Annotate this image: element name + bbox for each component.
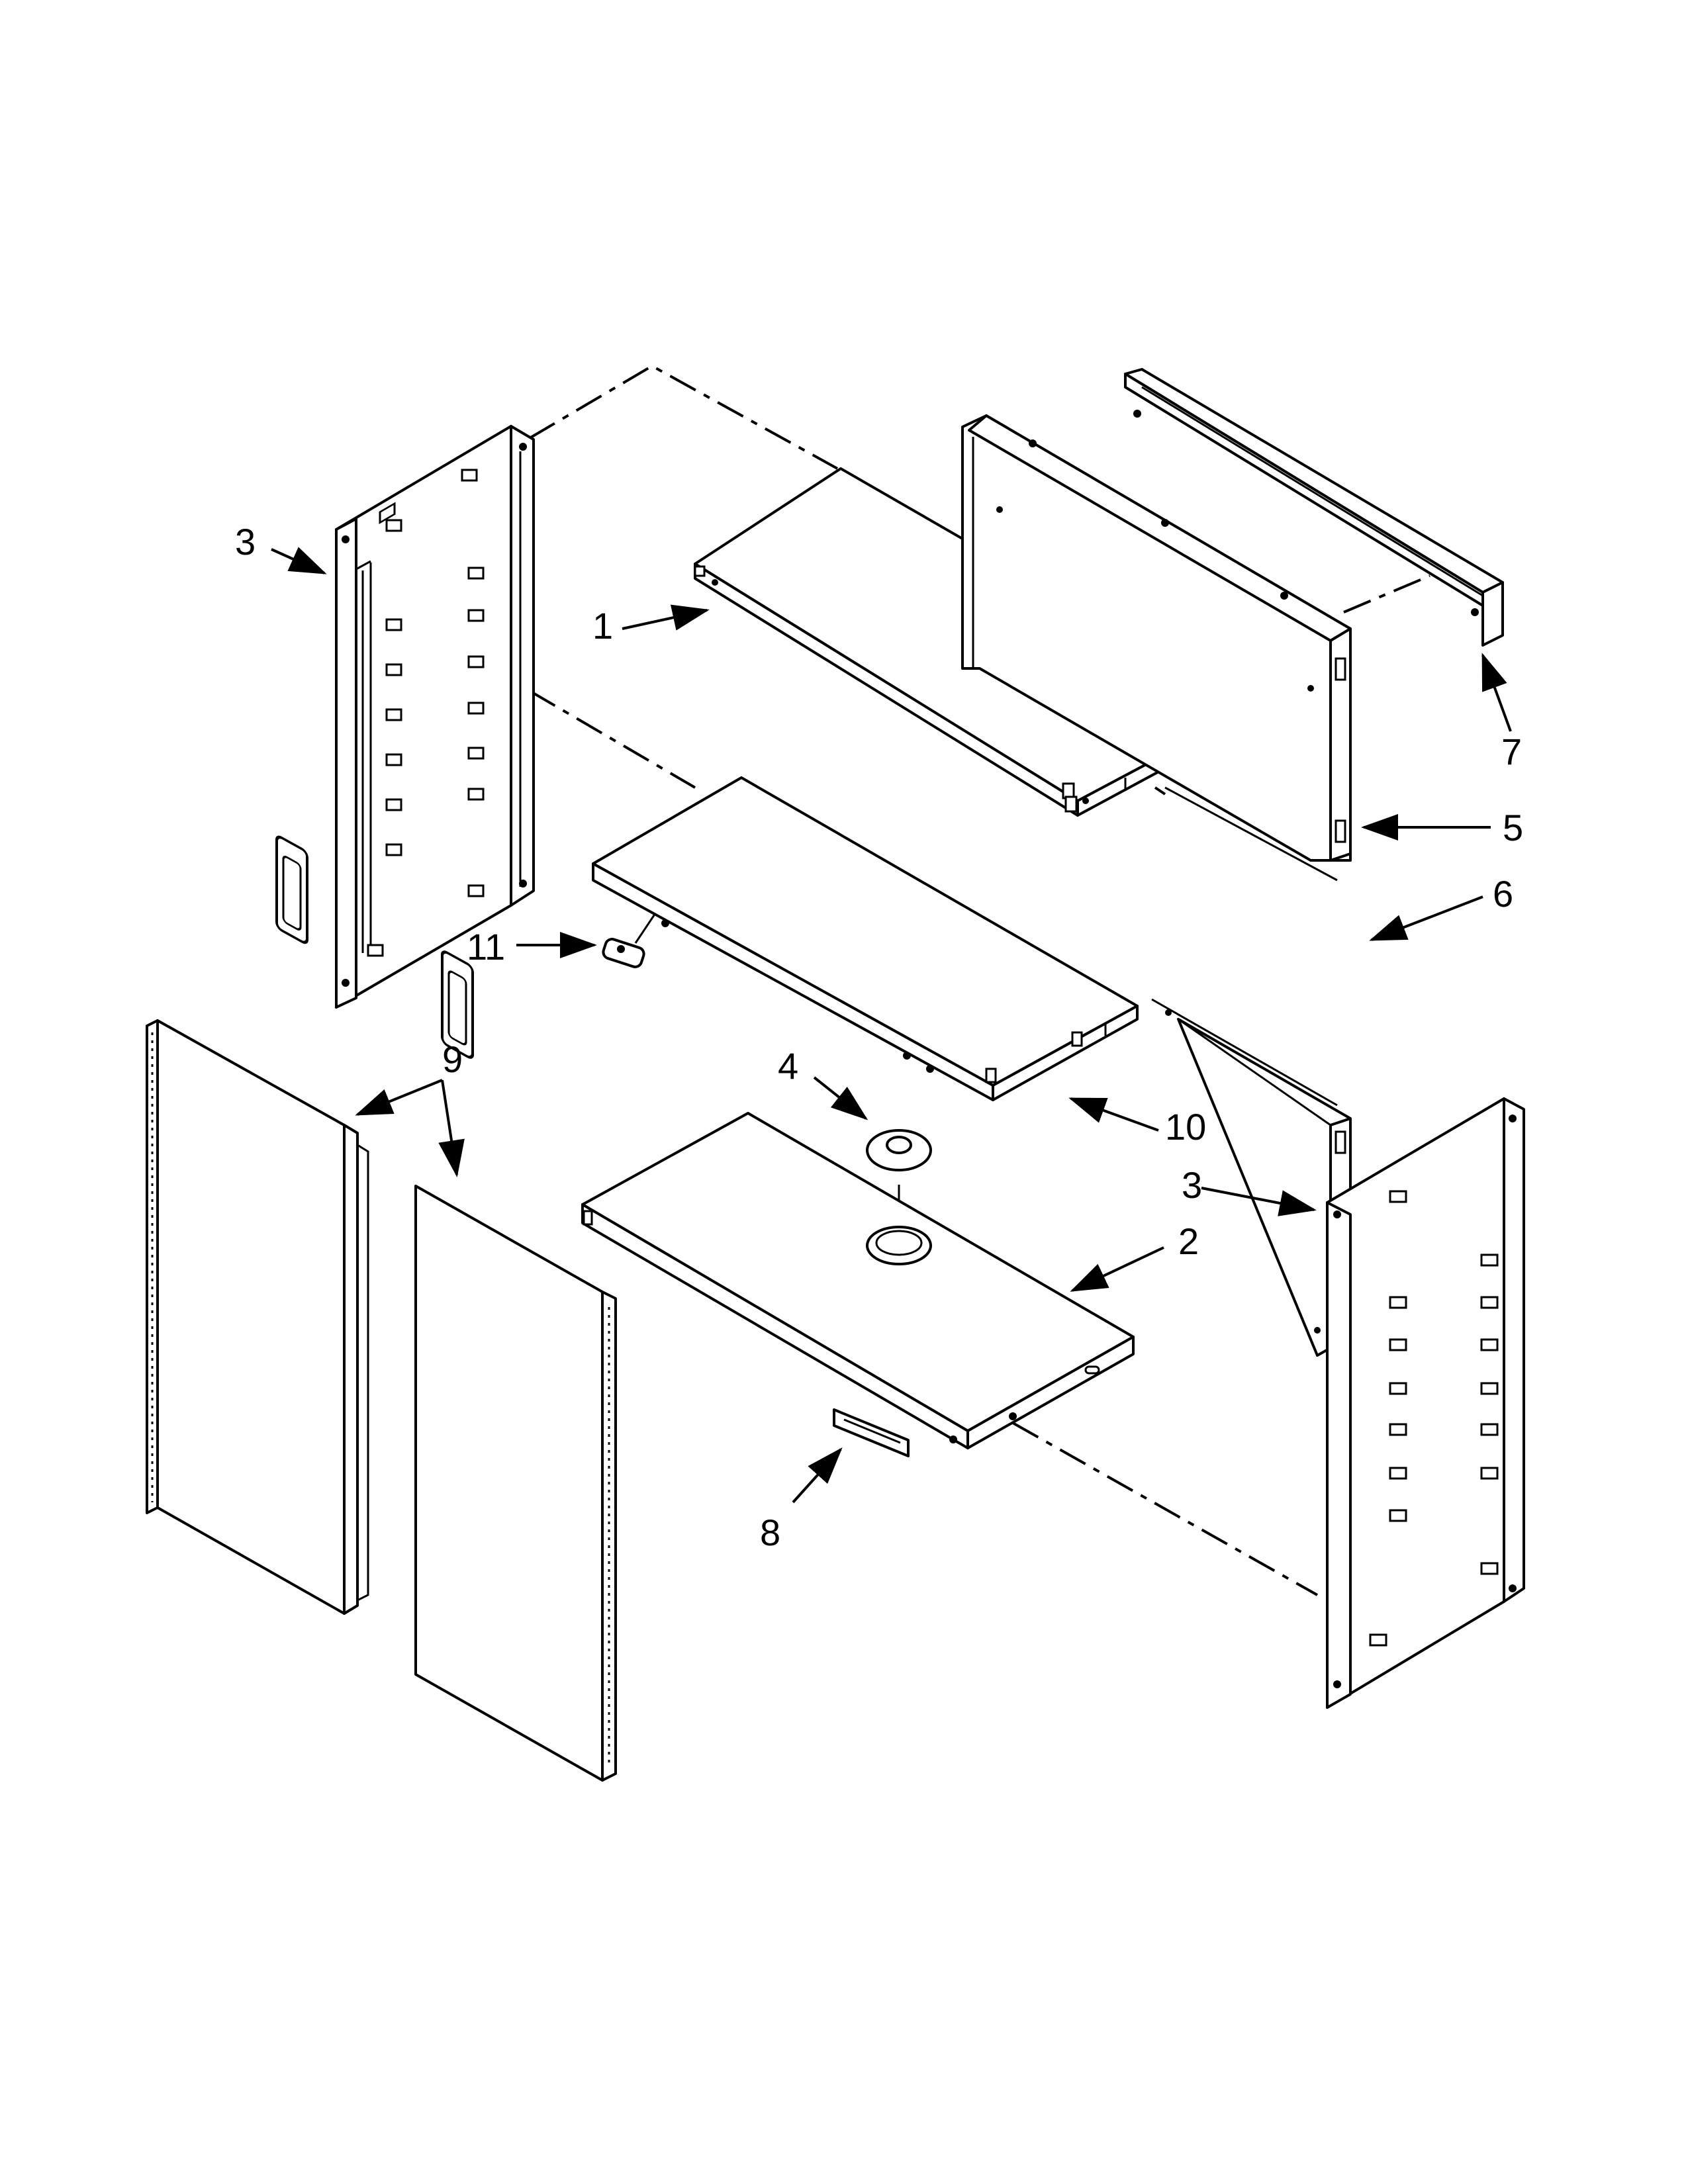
left-side-panel [335, 425, 535, 1009]
callout-6: 6 [1493, 873, 1513, 915]
left-door [146, 835, 369, 1615]
callout-3-right: 3 [1182, 1164, 1202, 1206]
callout-5: 5 [1503, 807, 1523, 848]
callout-10: 10 [1165, 1106, 1206, 1148]
callout-labels: 3 1 7 5 6 11 9 4 10 3 2 8 [235, 521, 1523, 1553]
callout-2: 2 [1178, 1220, 1199, 1262]
callout-3-left: 3 [235, 521, 256, 563]
shelf-clip [602, 913, 657, 968]
callout-7: 7 [1501, 731, 1522, 772]
callout-9: 9 [442, 1038, 463, 1080]
top-rail [1124, 368, 1504, 647]
callout-11: 11 [467, 926, 505, 968]
leader-arrows [271, 547, 1512, 1504]
bottom-shelf [581, 1112, 1135, 1449]
grommet [866, 1129, 932, 1218]
back-panel-upper [961, 414, 1352, 882]
brand-label [833, 1408, 910, 1457]
right-side-panel [1326, 1097, 1525, 1709]
right-door [414, 950, 617, 1782]
callout-8: 8 [760, 1512, 780, 1553]
middle-shelf [592, 776, 1139, 1101]
callout-4: 4 [778, 1045, 798, 1087]
callout-1: 1 [592, 605, 613, 647]
